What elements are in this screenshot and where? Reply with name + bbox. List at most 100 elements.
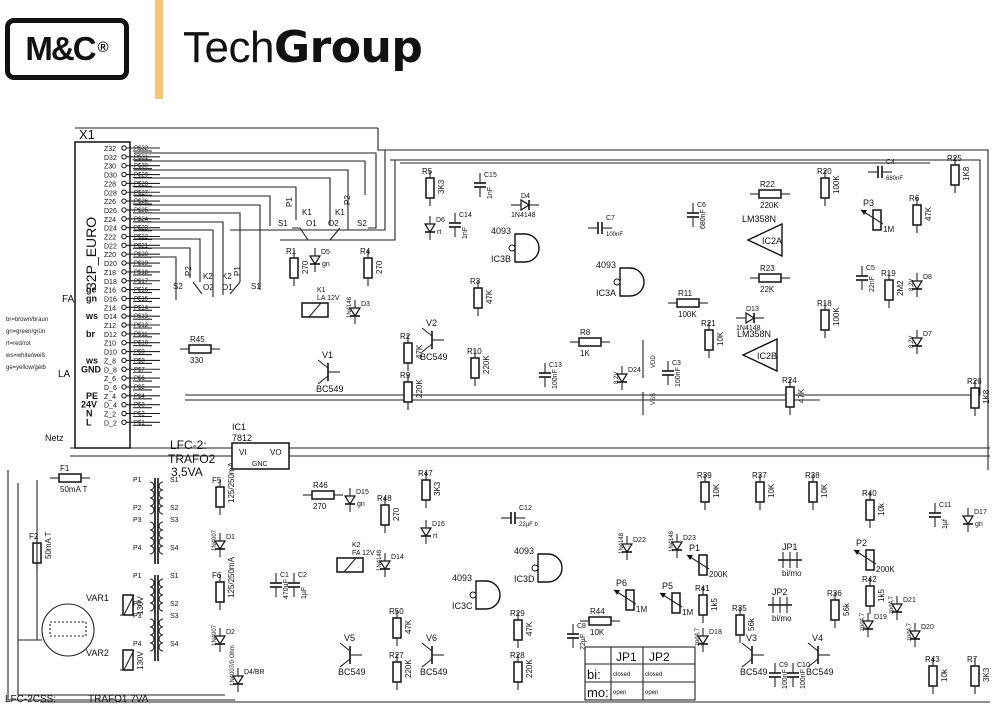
value-label: 1N4148 [347, 296, 353, 318]
ic1-gnd: GNC [252, 461, 268, 468]
value-label: 220K [760, 201, 779, 210]
pin-color-label: 24V [81, 400, 97, 410]
value-label: BC549 [420, 667, 448, 677]
ref-label: C4 [886, 159, 895, 166]
value-label: 10K [590, 628, 605, 637]
ref-label: R38 [805, 471, 820, 480]
legend-item: ws=white/weiß [6, 353, 46, 359]
value-label: 47K [404, 619, 413, 634]
ref-label: C14 [459, 212, 472, 219]
value-label: zpd4,7 [907, 622, 913, 641]
trafo2-va: 3,5VA [171, 465, 203, 479]
ref-label: K2 [352, 542, 361, 549]
ref-label: D15 [356, 489, 369, 496]
value-label: 1µF [301, 587, 308, 599]
zener-diode-d19: D19 zpd4,7 [860, 612, 887, 637]
value-label: 270 [375, 260, 384, 274]
value-label: 130V [136, 596, 145, 615]
ref-label: P5 [662, 581, 673, 591]
pin-name: Z18 [104, 270, 116, 277]
pin-ps: P$9 [134, 350, 145, 356]
pin-ps: P$22 [134, 235, 149, 241]
ref-label: D21 [903, 597, 916, 604]
jp1-header: JP1 [616, 650, 637, 664]
pin-ps: P$7 [134, 367, 145, 373]
ref-label: R18 [817, 299, 832, 308]
ref-label: D2 [226, 629, 235, 636]
capacitor-c4: C4 680nF [868, 159, 903, 182]
value-label: 1N4007 [212, 624, 218, 646]
pin-ps: P$8 [134, 358, 145, 364]
zener-diode-d8: D88,2V [909, 273, 932, 297]
pin-ps: P$18 [134, 270, 149, 276]
jumper-table: JP1 JP2 bi: closed closed mo: open open [584, 646, 696, 701]
value-label: zpd4,7 [860, 612, 866, 631]
value-label: BC549 [338, 667, 366, 677]
ref-label: R23 [760, 264, 775, 273]
jp2-bi: closed [645, 672, 662, 678]
mode-bi: bi: [587, 667, 601, 682]
ref-label: C2 [298, 572, 307, 579]
value-label: 22nF [869, 276, 876, 292]
value-label: bi/mo [772, 614, 792, 623]
brand-light: Tech [183, 23, 274, 72]
label: O2 [203, 283, 214, 292]
ref-label: D13 [746, 306, 759, 313]
value-label: 125/250mA [227, 461, 236, 503]
label: P1 [233, 266, 242, 276]
ref-label: IC3D [514, 574, 535, 584]
pin-name: D_6 [104, 385, 117, 392]
mc-logo: M&C ® [5, 18, 129, 80]
ref-label: V1 [322, 350, 333, 360]
ref-label: R48 [377, 494, 392, 503]
ref-label: D19 [874, 614, 887, 621]
value-label: 680nF [886, 176, 903, 182]
label: S2 [357, 219, 367, 228]
value-label: 1nF [462, 227, 469, 239]
ref-label: D5 [321, 249, 330, 256]
regulator-ic1: IC1 7812 VI VO GNC [231, 422, 290, 470]
ref-label: R21 [701, 319, 716, 328]
pin-ps: P$24 [134, 217, 149, 223]
ref-label: D16 [432, 521, 445, 528]
pin-ps: P$26 [134, 199, 149, 205]
pin-ps: P$15 [134, 296, 149, 302]
ref-label: F5 [212, 476, 222, 485]
ref-label: R26 [967, 377, 982, 386]
value-label: 270 [392, 507, 401, 521]
value-label: 680nF [700, 209, 707, 229]
value-label: 4093 [514, 546, 534, 556]
pin-name: D24 [104, 226, 117, 233]
